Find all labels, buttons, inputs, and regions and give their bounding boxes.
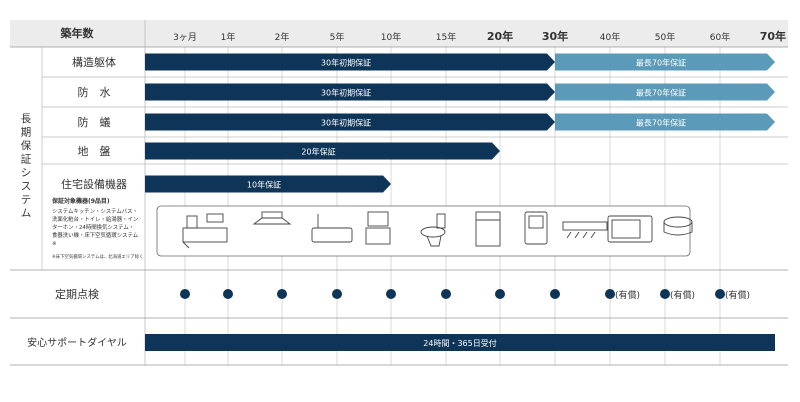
year-ticks: 3ヶ月 1年 2年 5年 10年 15年 20年 30年 40年 50年 60年 70年	[173, 29, 786, 43]
inspection-dot	[550, 289, 560, 299]
tick-label: 10年	[381, 31, 401, 43]
bathtub-icon	[311, 214, 353, 243]
inspection-note: (有償)	[725, 289, 750, 301]
support-label: 安心サポートダイヤル	[27, 336, 127, 349]
tick-label: 30年	[542, 29, 568, 43]
bar-label: 最長70年保証	[636, 88, 686, 98]
extended-warranty-bar	[555, 53, 775, 71]
inspection-note: (有償)	[615, 289, 640, 301]
water-heater-icon	[475, 211, 501, 247]
equipment-note: 保証対象機器(9品目) システムキッチン・システムバス・洗面化粧台・トイレ・給湯…	[51, 197, 143, 260]
header-band	[10, 20, 788, 47]
tick-label: 20年	[487, 29, 513, 43]
bar-label: 30年初期保証	[321, 118, 371, 128]
warranty-bar	[145, 53, 555, 71]
equipment-note-body: システムキッチン・システムバス・洗面化粧台・トイレ・給湯器・インターホン・24時…	[52, 208, 139, 247]
toilet-icon	[420, 213, 446, 247]
long-term-label-char: テ	[21, 194, 32, 206]
inspection-dot	[386, 289, 396, 299]
tick-label: 40年	[600, 31, 620, 43]
inspection-dot	[605, 289, 615, 299]
support-row: 安心サポートダイヤル 24時間・365日受付	[27, 334, 775, 351]
inspection-dot	[223, 289, 233, 299]
dishwasher-icon	[607, 215, 653, 243]
tick-label: 5年	[330, 31, 345, 43]
inspection-dot	[332, 289, 342, 299]
row-label: 構造躯体	[72, 55, 116, 69]
long-term-label-char: 長	[21, 113, 32, 125]
extended-warranty-bar	[555, 83, 775, 101]
tick-label: 3ヶ月	[173, 32, 197, 43]
tick-label: 2年	[275, 31, 290, 43]
bar-label: 20年保証	[301, 147, 335, 157]
vanity-icon	[365, 211, 391, 245]
bar-label: 最長70年保証	[636, 58, 686, 68]
years-label: 築年数	[60, 26, 95, 40]
tick-label: 15年	[436, 31, 456, 43]
tick-label: 60年	[710, 31, 730, 43]
warranty-bar	[145, 142, 500, 160]
row-label: 地 盤	[78, 145, 111, 158]
tick-label: 70年	[760, 29, 786, 43]
inspection-dot	[180, 289, 190, 299]
extended-warranty-bar	[555, 113, 775, 131]
inspection-label: 定期点検	[55, 287, 99, 301]
long-term-label-char: シ	[21, 167, 32, 179]
long-term-label-char: 証	[21, 153, 32, 166]
tick-label: 50年	[655, 31, 675, 43]
row-label: 防 蟻	[78, 115, 111, 129]
equipment-note-footnote: ※床下空気循環システムは、北海道エリア除く	[52, 253, 143, 260]
warranty-bar	[145, 83, 555, 101]
underfloor-air-icon	[663, 216, 693, 236]
ventilation-icon	[562, 221, 608, 239]
inspection-dot	[660, 289, 670, 299]
tick-label: 1年	[221, 31, 236, 43]
warranty-bar	[145, 175, 391, 193]
bar-label: 30年初期保証	[321, 88, 371, 98]
long-term-label-char: ス	[21, 181, 32, 193]
long-term-label-char: 保	[21, 139, 32, 152]
kitchen-icon	[182, 213, 228, 249]
intercom-icon	[524, 211, 548, 245]
long-term-label-char: ム	[21, 208, 32, 220]
equipment-icons	[156, 205, 693, 257]
warranty-bar	[145, 113, 555, 131]
inspection-dot	[495, 289, 505, 299]
table-structure	[10, 46, 788, 366]
support-bar	[145, 334, 775, 351]
inspection-note: (有償)	[670, 289, 695, 301]
equipment-icon-box	[156, 205, 691, 257]
inspection-dot	[441, 289, 451, 299]
row-label: 住宅設備機器	[61, 177, 127, 191]
inspection-row: 定期点検 (有償) (有償) (有償)	[55, 287, 750, 301]
range-hood-icon	[252, 211, 292, 225]
equipment-note-title: 保証対象機器(9品目)	[51, 197, 110, 205]
bar-label: 最長70年保証	[636, 118, 686, 128]
inspection-dot	[715, 289, 725, 299]
support-bar-label: 24時間・365日受付	[423, 338, 496, 348]
bar-label: 10年保証	[247, 180, 281, 190]
bar-label: 30年初期保証	[321, 58, 371, 68]
long-term-label-char: 期	[21, 127, 32, 139]
inspection-dot	[277, 289, 287, 299]
row-label: 防 水	[78, 85, 111, 99]
